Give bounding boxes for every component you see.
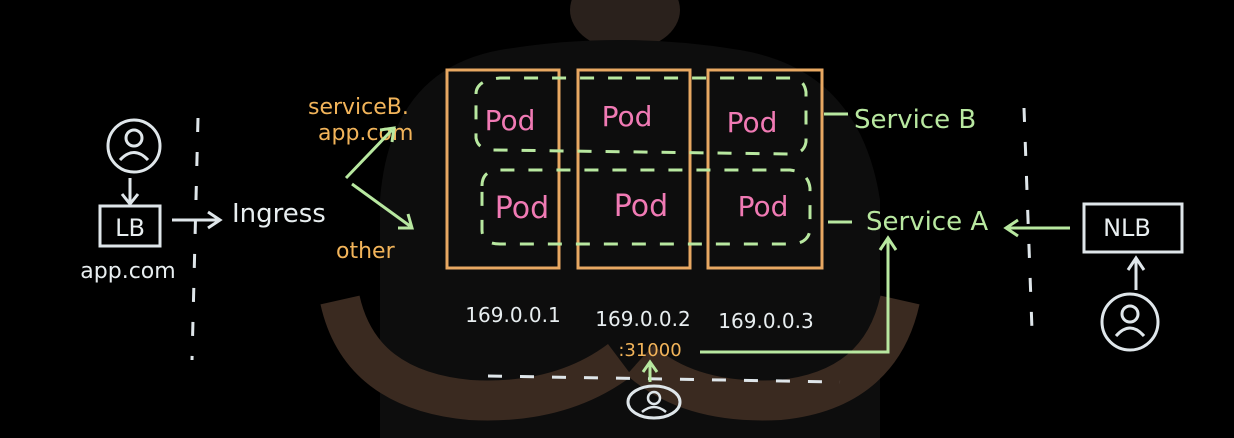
lb-host: app.com	[80, 259, 175, 284]
nlb-box: NLB	[1082, 202, 1184, 254]
user-icon	[118, 128, 150, 162]
nodeport-label: :31000	[618, 340, 681, 361]
nlb-label: NLB	[1103, 214, 1151, 242]
bottom-boundary	[487, 374, 841, 384]
bottom-user	[626, 359, 682, 420]
lb-to-ingress-arrow	[172, 210, 223, 230]
service-b-label: Service B	[854, 105, 976, 135]
route-service-b-host: app.com	[318, 121, 413, 146]
nlb-to-service-a-arrow	[1003, 218, 1070, 238]
ingress-route-arrows	[344, 126, 414, 230]
pod-2-1: Pod	[602, 100, 653, 133]
node-3-ip: 169.0.0.3	[718, 309, 813, 333]
pods: Pod Pod Pod Pod Pod Pod	[485, 100, 789, 226]
pod-2-2: Pod	[614, 189, 668, 224]
right-user	[1100, 255, 1160, 352]
pod-3-2: Pod	[738, 190, 789, 223]
pod-1-2: Pod	[495, 191, 549, 226]
pod-3-1: Pod	[727, 106, 778, 139]
right-boundary	[1022, 107, 1034, 331]
nodeport-to-service-a-line	[700, 235, 898, 354]
cluster-boundaries	[190, 107, 1034, 384]
service-a-label: Service A	[866, 207, 988, 237]
left-user	[106, 118, 162, 207]
presenter-silhouette	[320, 0, 920, 438]
ingress-label: Ingress	[232, 199, 326, 229]
lb-box: LB app.com	[80, 204, 176, 284]
node-2	[576, 68, 692, 270]
user-icon	[1114, 304, 1146, 338]
service-b-group	[474, 76, 808, 156]
left-boundary	[190, 117, 200, 361]
pod-1-1: Pod	[485, 104, 536, 137]
route-other: other	[336, 239, 396, 264]
user-icon	[641, 390, 667, 413]
route-service-b: serviceB.	[308, 95, 409, 120]
node-2-ip: 169.0.0.2	[595, 307, 690, 331]
node-1-ip: 169.0.0.1	[465, 303, 560, 327]
lb-label: LB	[115, 214, 145, 242]
